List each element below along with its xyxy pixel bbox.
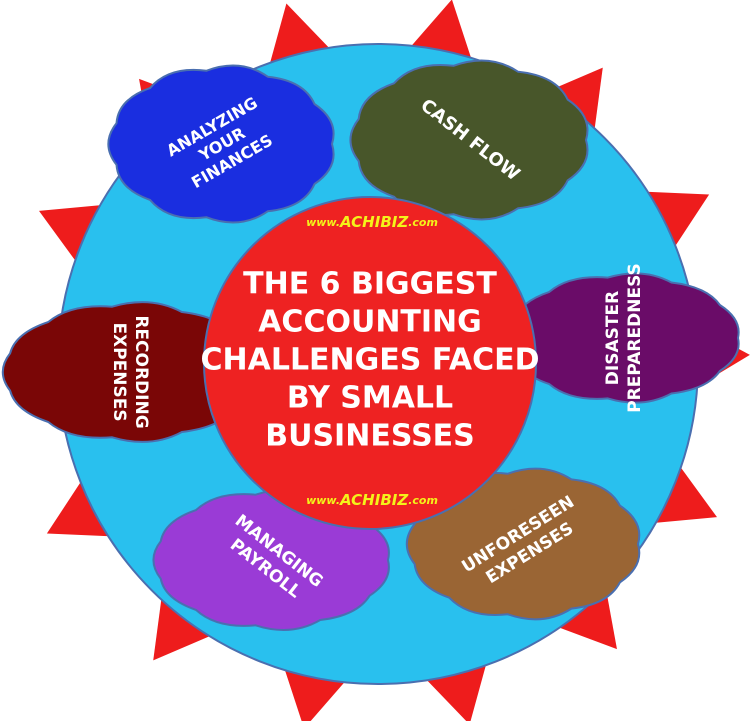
- watermark-bottom: www.ACHIBIZ.com: [306, 491, 438, 509]
- cloud-cash-flow: CASH FLOW: [349, 59, 589, 221]
- title-line-2: ACCOUNTING: [258, 305, 482, 340]
- title-line-1: THE 6 BIGGEST: [243, 267, 497, 302]
- watermark-top: www.ACHIBIZ.com: [306, 213, 438, 231]
- title-line-4: BY SMALL: [287, 381, 453, 416]
- challenge-label-line: PREPAREDNESS: [625, 263, 645, 413]
- cloud-shape: [349, 59, 589, 221]
- title-line-5: BUSINESSES: [265, 419, 475, 454]
- title-line-3: CHALLENGES FACED: [200, 343, 539, 378]
- challenge-label-line: EXPENSES: [109, 322, 129, 421]
- cloud-shape: [1, 301, 257, 443]
- center-circle: [203, 196, 537, 530]
- cloud-shape: [107, 64, 335, 224]
- cloud-shape: [405, 467, 641, 621]
- center-title: THE 6 BIGGEST ACCOUNTING CHALLENGES FACE…: [200, 267, 539, 454]
- challenge-label-line: RECORDING: [131, 315, 151, 428]
- challenge-label-line: DISASTER: [603, 291, 623, 385]
